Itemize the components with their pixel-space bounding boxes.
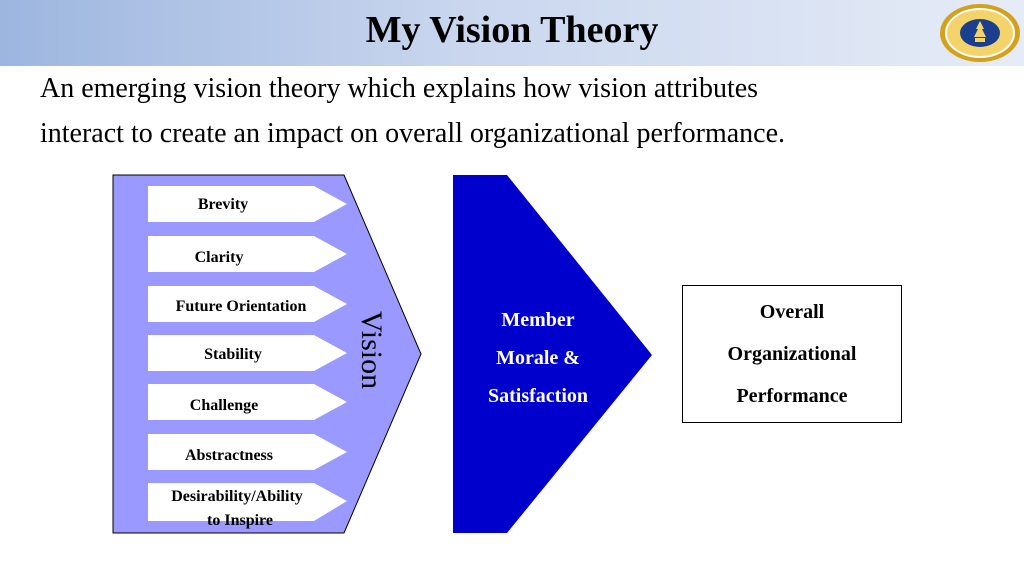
member-morale-line: Satisfaction [488, 385, 588, 407]
member-morale-line: Member [501, 309, 574, 331]
member-morale-line: Morale & [496, 347, 580, 369]
page-title: My Vision Theory [365, 9, 659, 51]
university-seal-icon [940, 4, 1020, 62]
attribute-arrow [148, 335, 347, 371]
attribute-arrow [148, 286, 347, 322]
attribute-arrow [148, 434, 347, 470]
attribute-label: Abstractness [185, 447, 273, 464]
attribute-arrow [148, 384, 347, 420]
attribute-arrow [148, 483, 347, 521]
attribute-arrow [148, 186, 347, 222]
attribute-label: Challenge [190, 397, 258, 414]
header-bar [0, 0, 1024, 66]
attribute-label: Future Orientation [176, 298, 307, 315]
result-line-1: Overall [759, 301, 825, 323]
subtitle-line-1: An emerging vision theory which explains… [40, 73, 759, 104]
result-line-3: Performance [736, 385, 848, 407]
vision-label: Vision [355, 311, 388, 389]
attribute-label: Brevity [198, 196, 248, 213]
subtitle-line-2: interact to create an impact on overall … [40, 118, 786, 149]
subtitle: An emerging vision theory which explains… [40, 66, 940, 156]
attribute-label: Stability [204, 346, 262, 363]
member-morale-chevron [453, 175, 652, 533]
attribute-arrows [148, 186, 347, 521]
result-line-2: Organizational [727, 343, 857, 365]
attribute-label: Clarity [195, 249, 244, 266]
overall-performance-box: Overall Organizational Performance [682, 285, 902, 423]
attribute-arrow [148, 236, 347, 272]
